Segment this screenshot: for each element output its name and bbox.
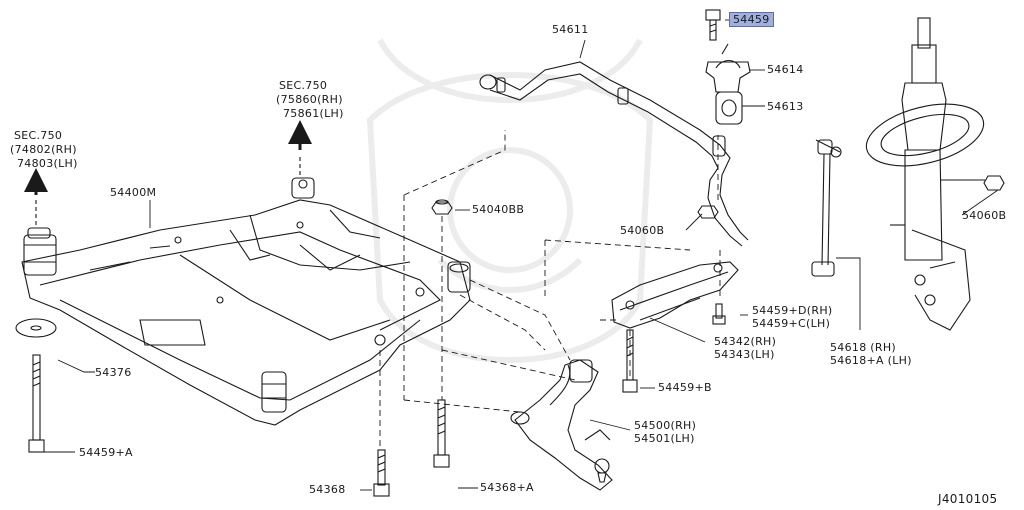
front-mount-bushing <box>23 227 57 276</box>
upper-mount-bushing <box>291 177 315 199</box>
arm-mount-bushing <box>447 261 471 293</box>
label-54368[interactable]: 54368 <box>309 483 346 496</box>
leader-lines <box>42 19 999 491</box>
label-54618a-lh[interactable]: 54618+A (LH) <box>830 354 912 367</box>
bolt-54459dc <box>712 303 726 325</box>
label-sec750-top-rh[interactable]: (75860(RH) <box>276 93 343 106</box>
label-sec750-left-title[interactable]: SEC.750 <box>14 129 63 142</box>
label-54459a[interactable]: 54459+A <box>79 446 133 459</box>
label-54459-highlighted[interactable]: 54459 <box>729 12 774 27</box>
label-54368a[interactable]: 54368+A <box>480 481 534 494</box>
label-54459b[interactable]: 54459+B <box>658 381 712 394</box>
stabilizer-bushing <box>715 91 743 125</box>
label-54500[interactable]: 54500(RH) <box>634 419 697 432</box>
nut-54060b-right <box>983 175 1005 191</box>
bolt-54368 <box>373 449 390 497</box>
label-54376[interactable]: 54376 <box>95 366 132 379</box>
front-suspension-member <box>21 199 471 426</box>
label-54459d[interactable]: 54459+D(RH) <box>752 304 833 317</box>
label-sec750-left-lh[interactable]: 74803(LH) <box>17 157 78 170</box>
nut-54040bb <box>431 199 453 215</box>
label-sec750-left-rh[interactable]: (74802(RH) <box>10 143 77 156</box>
label-54618-rh[interactable]: 54618 (RH) <box>830 341 896 354</box>
transverse-link-arm <box>510 359 613 491</box>
stabilizer-clamp <box>705 43 751 93</box>
watermark-emblem <box>366 38 654 363</box>
label-sec750-top-lh[interactable]: 75861(LH) <box>283 107 344 120</box>
washer-54376 <box>15 318 57 338</box>
label-54501[interactable]: 54501(LH) <box>634 432 695 445</box>
stabilizer-connecting-rod <box>811 139 842 277</box>
label-54060b-right[interactable]: 54060B <box>962 209 1007 222</box>
strut-assembly <box>865 17 985 331</box>
label-sec750-top-title[interactable]: SEC.750 <box>279 79 328 92</box>
label-54611[interactable]: 54611 <box>552 23 589 36</box>
label-54400m[interactable]: 54400M <box>110 186 157 199</box>
label-54343[interactable]: 54343(LH) <box>714 348 775 361</box>
bolt-54368a <box>433 399 450 468</box>
label-54459c[interactable]: 54459+C(LH) <box>752 317 831 330</box>
label-54342[interactable]: 54342(RH) <box>714 335 777 348</box>
diagram-code: J4010105 <box>938 492 998 506</box>
label-54614[interactable]: 54614 <box>767 63 804 76</box>
bolt-54459a <box>28 354 45 453</box>
rear-mount-bushing <box>261 371 287 413</box>
stabilizer-bar <box>479 61 749 247</box>
bolt-54459 <box>705 9 721 41</box>
assembly-dashed-lines <box>379 130 721 450</box>
label-54613[interactable]: 54613 <box>767 100 804 113</box>
label-54040bb[interactable]: 54040BB <box>472 203 525 216</box>
nut-54060b-mid <box>697 205 719 219</box>
label-54060b-mid[interactable]: 54060B <box>620 224 665 237</box>
